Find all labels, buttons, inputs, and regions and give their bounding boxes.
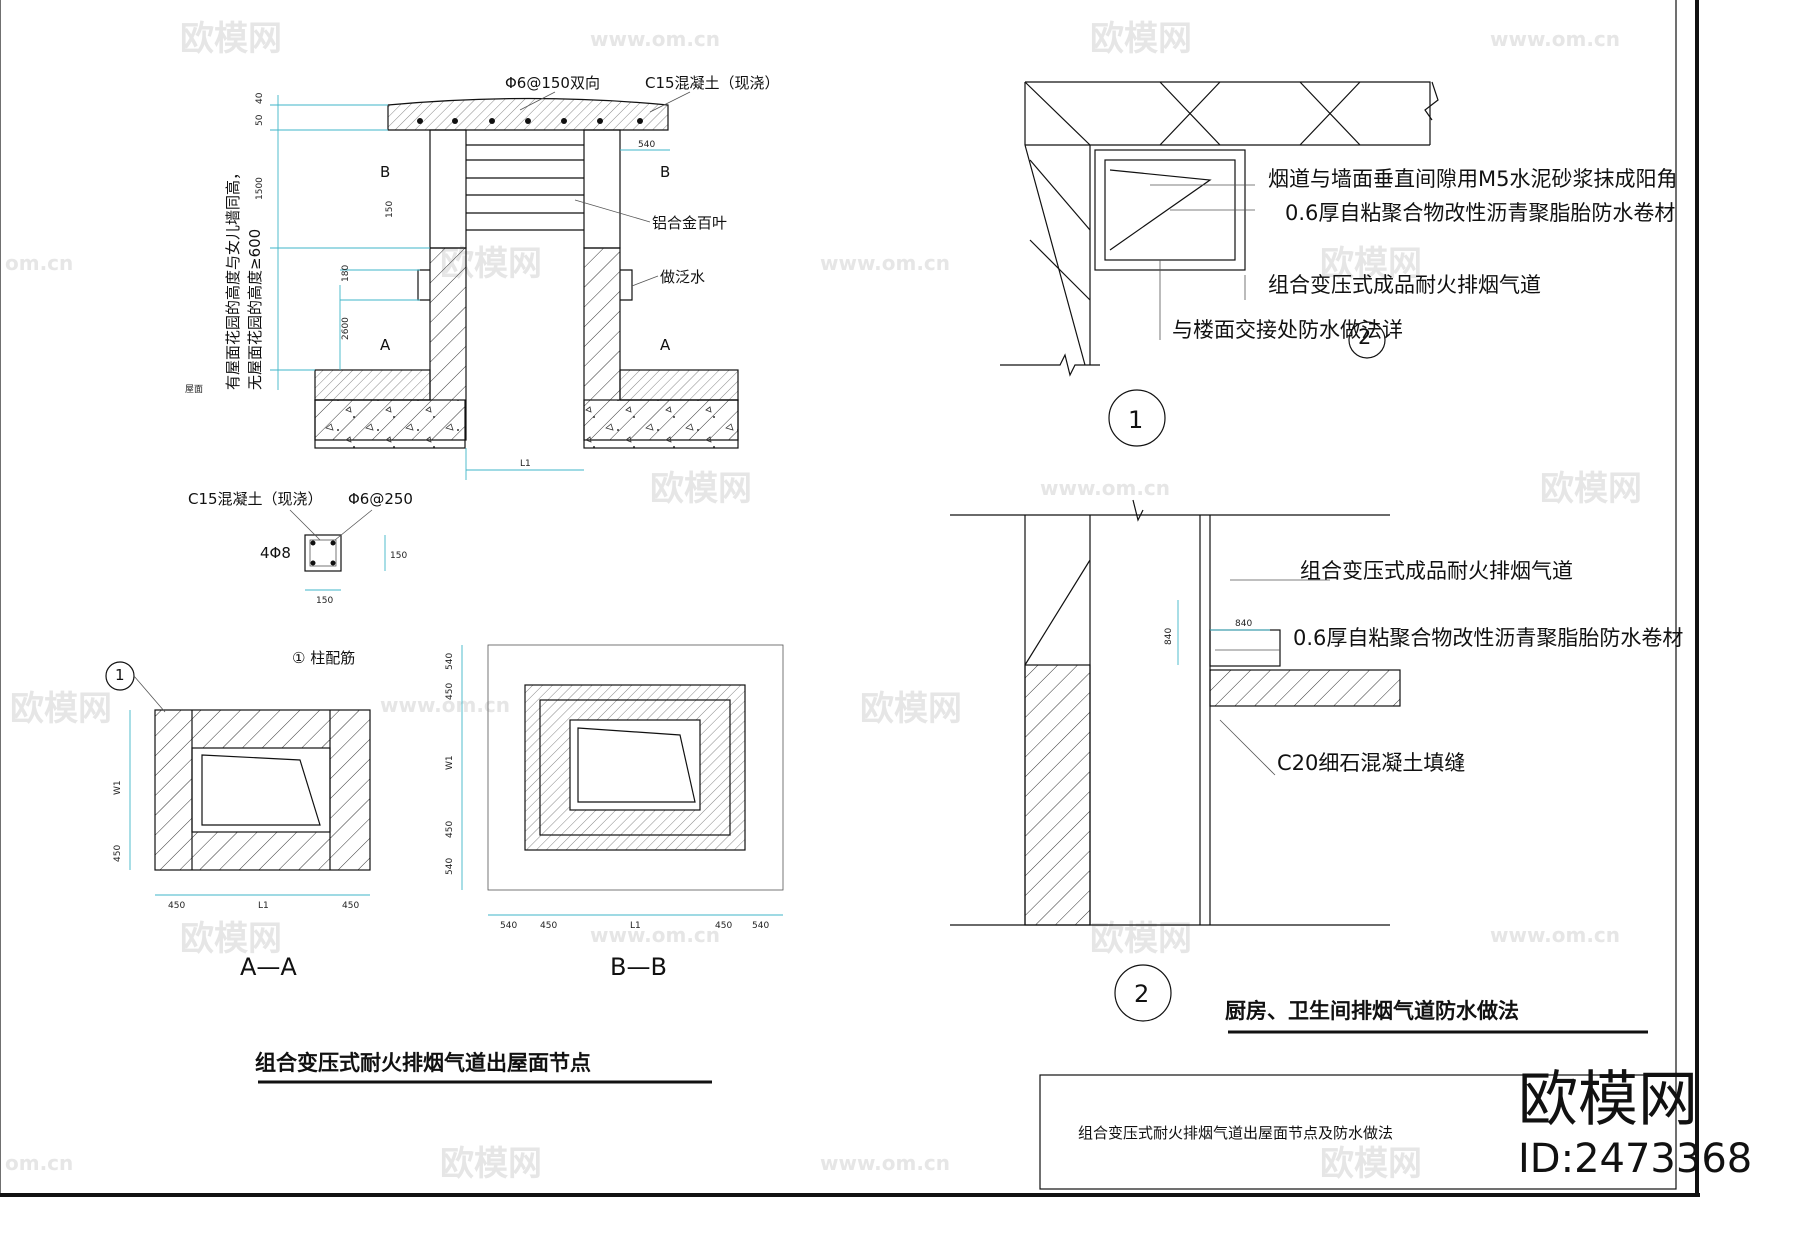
roof-slab-left xyxy=(314,399,466,449)
bb-dim-450: 450 xyxy=(540,921,557,931)
watermark-brand: 欧模网 xyxy=(860,689,962,729)
louver-blades xyxy=(466,144,584,231)
watermark-brand: 欧模网 xyxy=(1090,19,1192,59)
dim-2600: 2600 xyxy=(341,317,351,340)
section-marker-a: A xyxy=(380,336,391,354)
detail2-note3: C20细石混凝土填缝 xyxy=(1277,751,1465,775)
roof-outlet-elevation: 40 50 1500 150 180 2600 540 L1 Φ6@150双向 … xyxy=(185,74,780,480)
watermark-brand: 欧模网 xyxy=(1540,469,1642,509)
watermark-url: www.om.cn xyxy=(820,1151,950,1175)
dim-1500: 1500 xyxy=(255,177,265,200)
dim-l1: L1 xyxy=(520,459,531,469)
watermark-url: www.om.cn xyxy=(590,27,720,51)
watermark-brand: 欧模网 xyxy=(180,19,282,59)
aa-marker: 1 xyxy=(115,666,125,684)
bb-dim-450: 450 xyxy=(445,821,455,838)
aa-dim-450: 450 xyxy=(342,901,359,911)
roof-slab-right xyxy=(583,399,739,449)
bb-dim-540: 540 xyxy=(445,858,455,875)
dim-150: 150 xyxy=(385,201,395,218)
column-stirrup: Φ6@250 xyxy=(348,490,413,508)
detail1-note1: 烟道与墙面垂直间隙用M5水泥砂浆抹成阳角 xyxy=(1268,167,1677,191)
dim-40: 40 xyxy=(255,92,265,104)
column-bars: 4Φ8 xyxy=(260,544,291,562)
label-roof: 屋面 xyxy=(185,384,203,395)
aa-dim-450: 450 xyxy=(113,845,123,862)
post-left xyxy=(429,129,467,249)
title-block-text: 组合变压式耐火排烟气道出屋面节点及防水做法 xyxy=(1078,1124,1393,1142)
aa-dim-w1: W1 xyxy=(113,780,123,795)
watermark-url: www.om.cn xyxy=(590,923,720,947)
label-concrete: C15混凝土（现浇） xyxy=(645,74,780,92)
roof-insulation-right xyxy=(619,369,739,401)
detail1-marker: 1 xyxy=(1128,406,1143,434)
column-concrete: C15混凝土（现浇） xyxy=(188,490,323,508)
bb-dim-w1: W1 xyxy=(445,755,455,770)
detail2-note2: 0.6厚自粘聚合物改性沥青聚脂胎防水卷材 xyxy=(1293,626,1683,650)
section-aa: 1 450 L1 450 W1 450 A—A xyxy=(105,661,371,981)
watermark-url: www.om.cn xyxy=(1040,476,1170,500)
detail2-note1: 组合变压式成品耐火排烟气道 xyxy=(1300,559,1573,583)
brand-name: 欧模网 xyxy=(1518,1065,1698,1135)
bb-dim-l1: L1 xyxy=(630,921,641,931)
roof-insulation-left xyxy=(314,369,431,401)
dim-540: 540 xyxy=(638,140,655,150)
label-louver: 铝合金百叶 xyxy=(652,214,727,232)
watermark-brand: 欧模网 xyxy=(10,689,112,729)
vertical-dimensions: 40 50 1500 150 180 2600 540 L1 xyxy=(255,92,670,480)
column-dim-h: 150 xyxy=(316,596,333,606)
bb-dim-450: 450 xyxy=(445,683,455,700)
left-drawing-title: 组合变压式耐火排烟气道出屋面节点 xyxy=(255,1051,591,1075)
watermark-url: www.om.cn xyxy=(1490,27,1620,51)
cap-slab xyxy=(387,97,669,131)
aa-dim-l1: L1 xyxy=(258,901,269,911)
bb-dim-540: 540 xyxy=(445,653,455,670)
column-rebar-detail: 150 150 C15混凝土（现浇） Φ6@250 4Φ8 ① 柱配筋 xyxy=(188,490,413,667)
label-rebar: Φ6@150双向 xyxy=(505,74,600,92)
detail-1: 烟道与墙面垂直间隙用M5水泥砂浆抹成阳角 0.6厚自粘聚合物改性沥青聚脂胎防水卷… xyxy=(1000,81,1677,447)
watermark-url: www.om.cn xyxy=(1490,923,1620,947)
detail1-ref-num: 2 xyxy=(1358,325,1371,349)
watermark-brand: 欧模网 xyxy=(1320,1144,1422,1184)
detail2-dim-840b: 840 xyxy=(1235,619,1252,629)
aa-dim-450: 450 xyxy=(168,901,185,911)
dim-180: 180 xyxy=(341,265,351,282)
cap-rebar-dots xyxy=(417,118,643,124)
watermark-brand: 欧模网 xyxy=(650,469,752,509)
flashing-left xyxy=(417,269,430,301)
section-marker-b: B xyxy=(660,163,670,181)
post-right xyxy=(583,129,621,249)
detail2-marker: 2 xyxy=(1134,980,1149,1008)
detail1-note3: 组合变压式成品耐火排烟气道 xyxy=(1268,273,1541,297)
aa-title: A—A xyxy=(240,953,297,981)
watermark-url-short: om.cn xyxy=(5,251,73,275)
bb-dim-450: 450 xyxy=(715,921,732,931)
watermark-url-short: om.cn xyxy=(5,1151,73,1175)
dim-50: 50 xyxy=(255,114,265,126)
detail-2: 840 840 组合变压式成品耐火排烟气道 0.6厚自粘聚合物改性沥青聚脂胎防水… xyxy=(950,499,1683,1034)
side-note-line2: 无屋面花园的高度≥600 xyxy=(246,229,264,390)
bb-title: B—B xyxy=(610,953,667,981)
watermark-brand: 欧模网 xyxy=(180,919,282,959)
watermark-brand: 欧模网 xyxy=(440,1144,542,1184)
section-marker-a: A xyxy=(660,336,671,354)
column-caption: ① 柱配筋 xyxy=(292,649,355,667)
brand-id: ID:2473368 xyxy=(1518,1136,1752,1182)
bb-dim-540: 540 xyxy=(752,921,769,931)
watermark-brand: 欧模网 xyxy=(1090,919,1192,959)
detail2-title: 厨房、卫生间排烟气道防水做法 xyxy=(1225,999,1519,1023)
column-dim-v: 150 xyxy=(390,551,407,561)
label-flashing: 做泛水 xyxy=(660,268,705,286)
section-bb: 组合变压式耐火排烟气道出屋面节点及防水做法 540 450 L1 450 540… xyxy=(445,644,784,981)
sheet-frame xyxy=(0,0,1700,1197)
watermark-url: www.om.cn xyxy=(820,251,950,275)
section-marker-b: B xyxy=(380,163,390,181)
bb-dim-540: 540 xyxy=(500,921,517,931)
detail1-note2: 0.6厚自粘聚合物改性沥青聚脂胎防水卷材 xyxy=(1285,201,1675,225)
side-note-line1: 有屋面花园的高度与女儿墙同高， xyxy=(224,165,242,390)
detail2-dim-840a: 840 xyxy=(1164,628,1174,645)
watermark-brand: 欧模网 xyxy=(1320,244,1422,284)
flashing-right xyxy=(620,269,633,301)
